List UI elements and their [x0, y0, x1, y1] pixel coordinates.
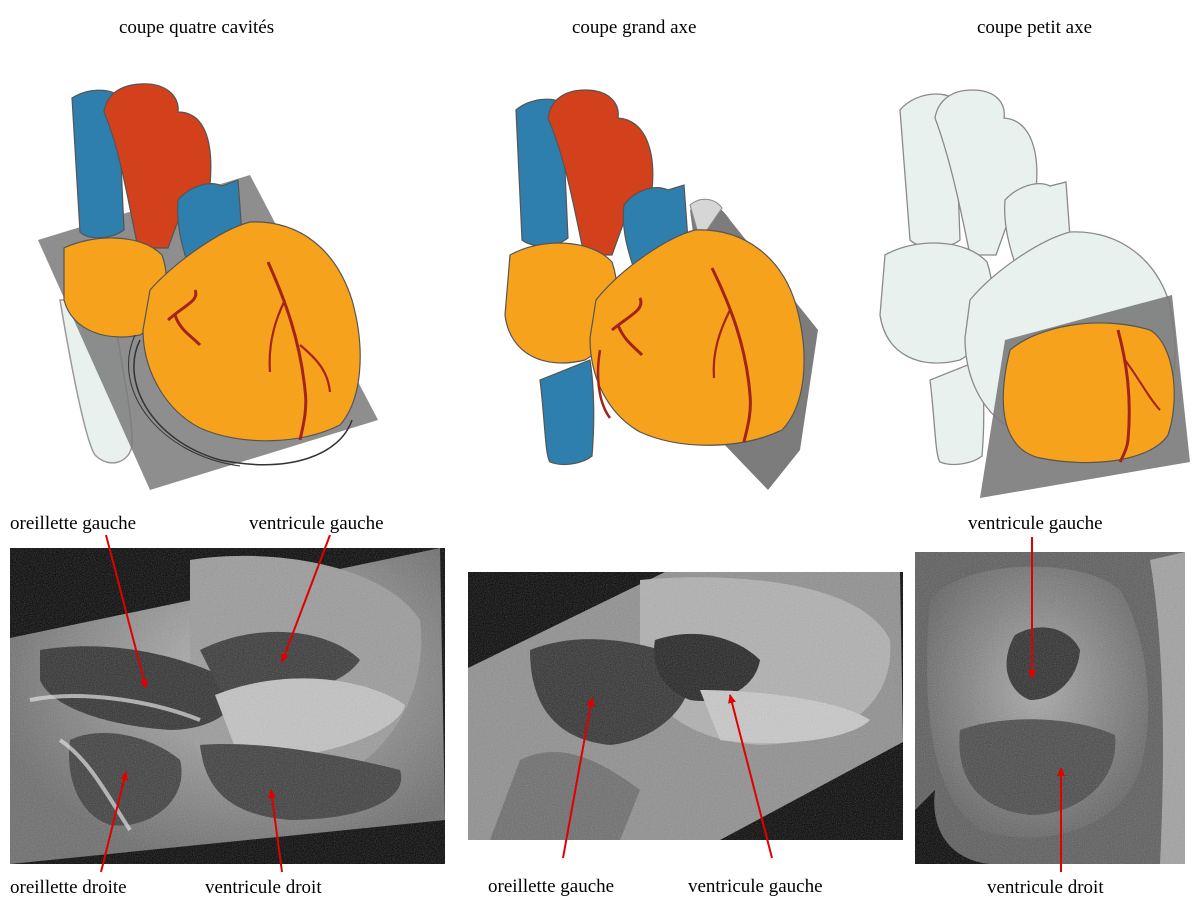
label-p3-left-ventricle: ventricule gauche	[968, 514, 1103, 533]
label-p1-right-atrium: oreillette droite	[10, 878, 127, 897]
heart-illustration-four-chamber	[38, 84, 378, 490]
mri-image-long-axis	[468, 572, 903, 840]
label-p2-left-ventricle: ventricule gauche	[688, 877, 823, 896]
mri-image-short-axis	[915, 552, 1185, 864]
label-p1-right-ventricle: ventricule droit	[205, 878, 322, 897]
heart-illustration-short-axis	[880, 90, 1190, 498]
heart-illustration-long-axis	[505, 90, 818, 490]
label-p2-left-atrium: oreillette gauche	[488, 877, 614, 896]
mri-image-four-chamber	[10, 548, 445, 864]
label-p3-right-ventricle: ventricule droit	[987, 878, 1104, 897]
label-p1-left-ventricle: ventricule gauche	[249, 514, 384, 533]
label-p1-left-atrium: oreillette gauche	[10, 514, 136, 533]
